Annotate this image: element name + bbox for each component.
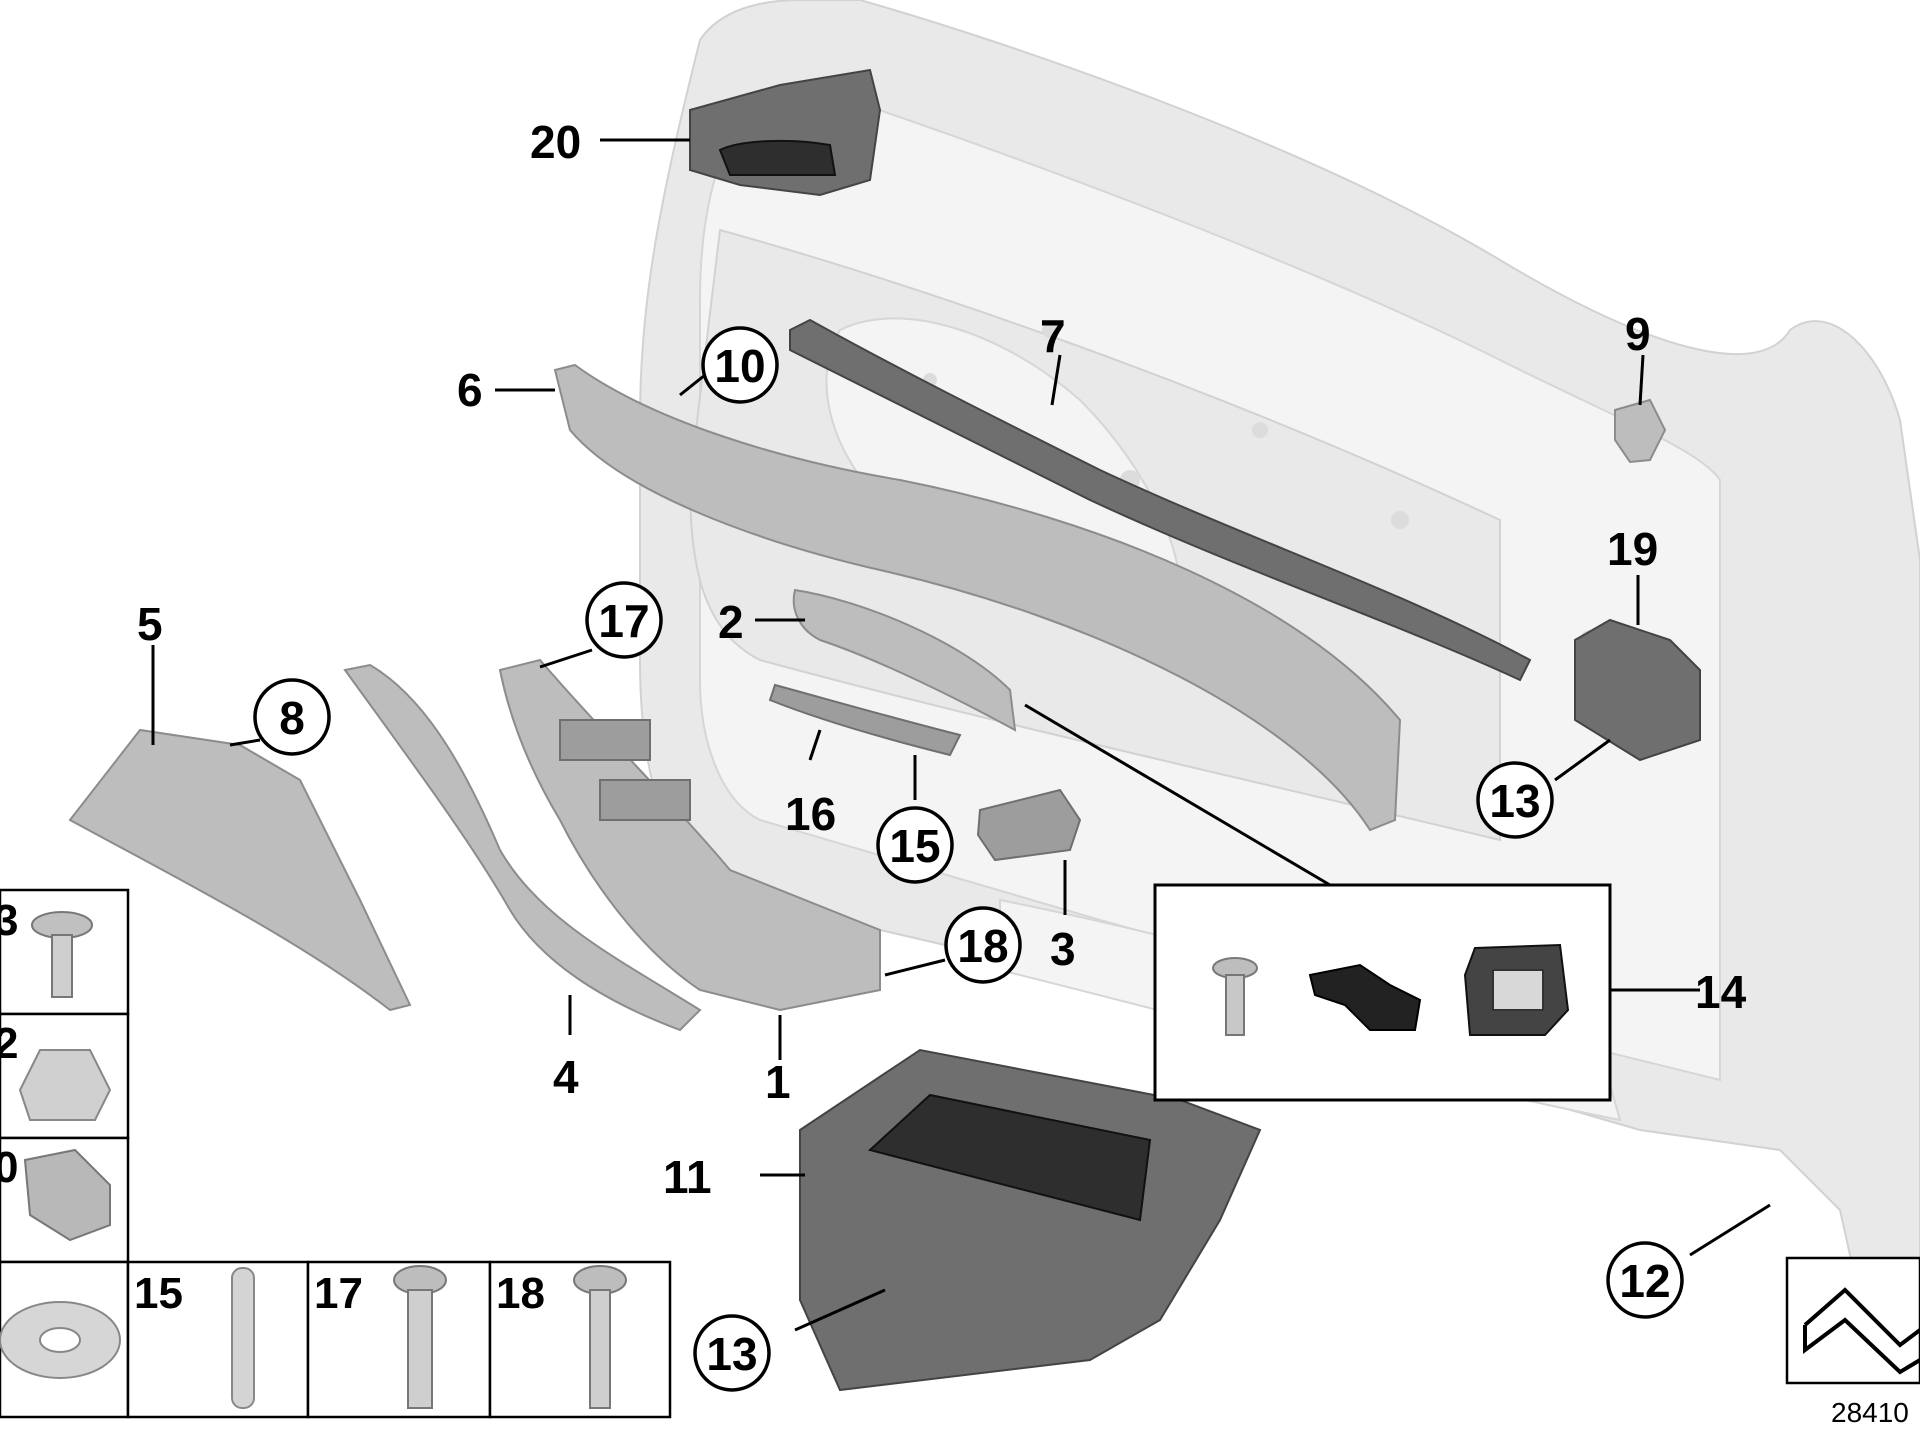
- ringed-callouts: 10 8 17 15 18 13 12 13: [253, 326, 1684, 1392]
- callout-1: 1: [765, 1056, 791, 1108]
- callout-9: 9: [1625, 308, 1651, 360]
- ring-label-15: 15: [889, 820, 940, 872]
- kit-clip-icon: [1308, 963, 1422, 1031]
- ring-label-12: 12: [1619, 1255, 1670, 1307]
- wire-arrow-icon: [1803, 1287, 1920, 1375]
- part-4-armrest-trim: [343, 663, 702, 1032]
- ring-label-17: 17: [598, 595, 649, 647]
- hardware-bolt-18-icon: [573, 1265, 627, 1409]
- callout-11: 11: [663, 1151, 712, 1203]
- table-cell-bottom-3: 18: [496, 1269, 545, 1318]
- part-6-trim-bar: [553, 363, 1402, 832]
- hardware-nut-icon: [18, 1049, 112, 1121]
- part-3-switch: [976, 788, 1082, 862]
- table-cell-left-2: 2: [0, 1019, 18, 1068]
- hardware-bolt-17-icon: [393, 1265, 447, 1409]
- hardware-table: 3 2 0 15 17 18: [0, 888, 672, 1419]
- ring-label-13-bottom: 13: [706, 1328, 757, 1380]
- callout-14: 14: [1695, 966, 1747, 1018]
- fastener-kit-box: [1153, 883, 1612, 1102]
- table-cell-left-1: 3: [0, 896, 18, 945]
- ring-label-18: 18: [957, 920, 1008, 972]
- part-19-bracket: [1574, 618, 1701, 762]
- leader-lines: [151, 138, 1771, 1332]
- ring-label-13-right: 13: [1489, 775, 1540, 827]
- hardware-screw-icon: [31, 911, 93, 998]
- hardware-pin-icon: [231, 1267, 255, 1409]
- callout-4: 4: [553, 1051, 579, 1103]
- callout-16: 16: [785, 788, 836, 840]
- part-1-switch-panel: [498, 658, 881, 1012]
- kit-grommet-icon: [1463, 943, 1570, 1036]
- part-2-inner-handle: [768, 588, 1017, 757]
- callout-3: 3: [1050, 923, 1076, 975]
- ring-label-8: 8: [279, 692, 305, 744]
- callout-7: 7: [1040, 310, 1066, 362]
- reference-number: 28410: [1831, 1397, 1909, 1428]
- part-9-clip: [1614, 398, 1667, 464]
- callout-6: 6: [457, 364, 483, 416]
- callout-20: 20: [530, 116, 581, 168]
- table-cell-bottom-1: 15: [134, 1269, 183, 1318]
- callout-labels: 20 6 7 9 19 5 2 16 3 4 1 11 14: [137, 116, 1747, 1203]
- part-7-trim-strip: [789, 318, 1532, 682]
- kit-screw-icon: [1212, 957, 1258, 1036]
- table-cell-bottom-2: 17: [314, 1269, 363, 1318]
- part-11-storage-bin: [799, 1048, 1262, 1392]
- table-cell-left-3: 0: [0, 1143, 18, 1192]
- callout-5: 5: [137, 598, 163, 650]
- part-20-grab-handle: [689, 68, 882, 197]
- hardware-washer-icon: [0, 1301, 121, 1379]
- part-5-cover-panel: [68, 728, 412, 1012]
- hardware-clip-icon: [23, 1148, 111, 1242]
- symbol-box: 28410: [1785, 1256, 1920, 1428]
- callout-2: 2: [718, 596, 744, 648]
- ring-label-10: 10: [714, 340, 765, 392]
- callout-19: 19: [1607, 523, 1658, 575]
